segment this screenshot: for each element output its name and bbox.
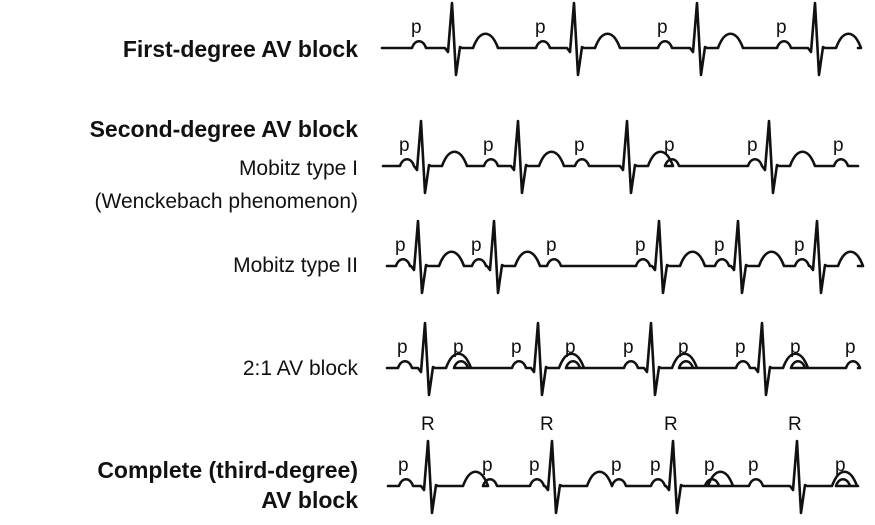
p-wave-label: p — [748, 455, 759, 476]
p-wave-label: p — [482, 455, 493, 476]
ecg-trace-complete — [386, 439, 860, 515]
p-wave-label: p — [574, 135, 585, 156]
p-wave-label: p — [776, 17, 787, 38]
p-wave-label: p — [623, 337, 634, 358]
label-mobitz-type-2: Mobitz type II — [233, 254, 358, 277]
r-wave-label: R — [540, 414, 554, 435]
p-wave-label: p — [664, 135, 675, 156]
label-complete-block: Complete (third-degree) — [97, 457, 358, 483]
label-av-block: AV block — [261, 487, 358, 513]
p-wave-label: p — [845, 337, 856, 358]
p-wave-label: p — [611, 455, 622, 476]
ecg-trace-mobitz-1 — [381, 119, 860, 195]
p-wave-label: p — [794, 235, 805, 256]
p-wave-label: p — [483, 135, 494, 156]
label-mobitz-type-1: Mobitz type I — [238, 157, 358, 180]
p-wave-label: p — [650, 455, 661, 476]
p-wave-label: p — [546, 235, 557, 256]
p-wave-label: p — [511, 337, 522, 358]
p-wave-label: p — [565, 337, 576, 358]
p-wave-label: p — [399, 135, 410, 156]
r-wave-label: R — [664, 414, 678, 435]
p-wave-label: p — [714, 235, 725, 256]
ecg-trace-first-degree — [380, 1, 863, 77]
p-wave-label: p — [833, 135, 844, 156]
label-first-degree: First-degree AV block — [122, 36, 358, 62]
p-wave-label: p — [398, 455, 409, 476]
p-wave-label: p — [678, 337, 689, 358]
label-2-to-1-block: 2:1 AV block — [242, 357, 358, 380]
label-second-degree: Second-degree AV block — [89, 116, 358, 142]
p-wave-label: p — [704, 455, 715, 476]
p-wave-label: p — [471, 235, 482, 256]
p-wave-label: p — [735, 337, 746, 358]
p-wave-label: p — [395, 235, 406, 256]
p-wave-label: p — [529, 455, 540, 476]
label-wenckebach: (Wenckebach phenomenon) — [94, 190, 358, 213]
p-wave-label: p — [747, 135, 758, 156]
p-wave-label: p — [535, 17, 546, 38]
r-wave-label: R — [421, 414, 435, 435]
p-wave-label: p — [635, 235, 646, 256]
p-wave-label: p — [397, 337, 408, 358]
p-wave-label: p — [657, 17, 668, 38]
r-wave-label: R — [788, 414, 802, 435]
p-wave-label: p — [790, 337, 801, 358]
p-wave-label: p — [411, 17, 422, 38]
p-wave-label: p — [453, 337, 464, 358]
p-wave-label: p — [835, 455, 846, 476]
ecg-trace-2-to-1 — [385, 321, 862, 397]
ecg-trace-mobitz-2 — [385, 219, 865, 295]
